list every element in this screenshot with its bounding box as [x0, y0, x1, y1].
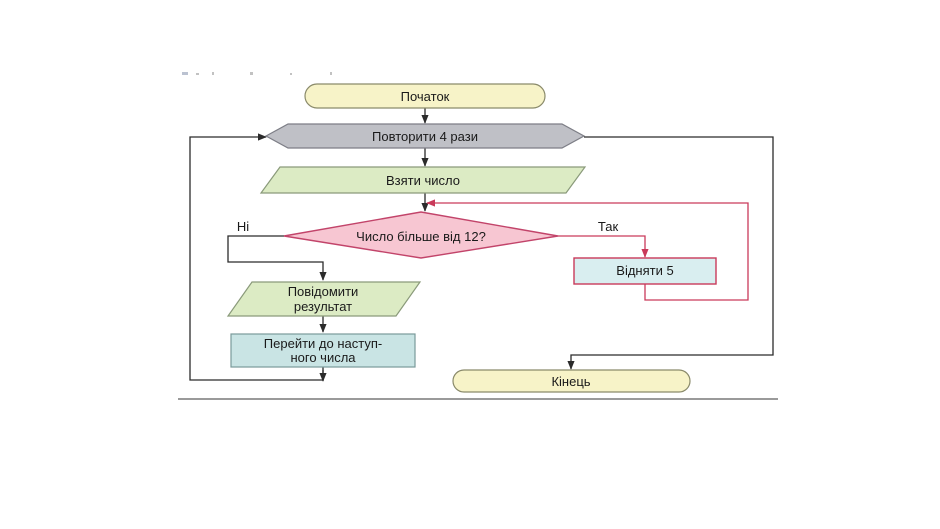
- branch-yes-label: Так: [598, 219, 619, 234]
- subtract-label: Відняти 5: [616, 263, 673, 278]
- end-node: Кінець: [452, 369, 691, 393]
- loop-node: Повторити 4 рази: [264, 123, 586, 149]
- report-label-line2: результат: [294, 299, 352, 314]
- end-label: Кінець: [551, 374, 590, 389]
- report-node: Повідомити результат: [226, 281, 422, 317]
- decision-label: Число більше від 12?: [356, 229, 486, 244]
- connectors: [189, 108, 774, 382]
- decision-node: Число більше від 12?: [283, 211, 559, 259]
- next-label-line1: Перейти до наступ-: [264, 336, 382, 351]
- input-node: Взяти число: [259, 166, 587, 194]
- report-label-line1: Повідомити: [288, 284, 359, 299]
- start-label: Початок: [401, 89, 450, 104]
- next-label-line2: ного числа: [290, 350, 356, 365]
- header-scan-marks: [182, 72, 332, 75]
- next-node: Перейти до наступ- ного числа: [230, 333, 416, 368]
- input-label: Взяти число: [386, 173, 460, 188]
- start-node: Початок: [304, 83, 546, 109]
- subtract-node: Відняти 5: [573, 257, 717, 285]
- branch-no-label: Ні: [237, 219, 249, 234]
- loop-label: Повторити 4 рази: [372, 129, 478, 144]
